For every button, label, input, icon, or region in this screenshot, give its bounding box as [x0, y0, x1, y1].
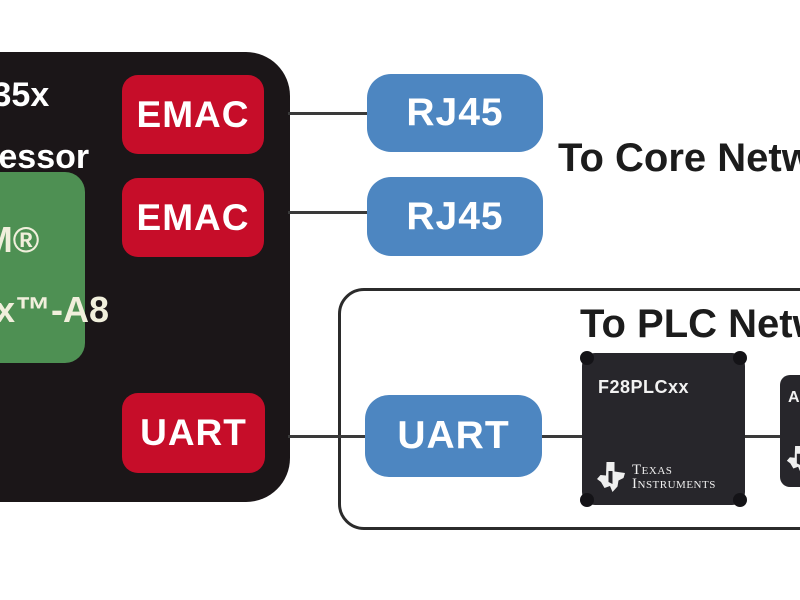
chip-corner	[580, 493, 594, 507]
plc-modem-part-number: F28PLCxx	[598, 377, 690, 397]
wire-emac2-rj45	[288, 211, 368, 214]
processor-title-line1: AM335x	[0, 76, 50, 114]
cpu-label-line2: Cortex™-A8	[0, 289, 110, 330]
uart-port-label: UART	[140, 412, 247, 453]
cpu-label: ARM® Cortex™-A8	[0, 219, 110, 330]
processor-title: AM335x Processor	[0, 78, 89, 174]
cpu-label-line1: ARM®	[0, 219, 40, 260]
ti-logo: Texas Instruments	[786, 445, 800, 473]
plc-modem-chip: F28PLCxx Texas Instruments	[580, 351, 747, 507]
ti-texas-state-icon	[596, 461, 626, 493]
uart-connector-label: UART	[397, 414, 510, 457]
afe-chip: AFE03x Texas Instruments	[780, 375, 800, 487]
emac1-port-label: EMAC	[136, 93, 250, 135]
uart-connector: UART	[365, 395, 542, 477]
rj45-2-connector: RJ45	[367, 177, 543, 256]
ti-logo: Texas Instruments	[596, 461, 716, 493]
chip-corner	[733, 351, 747, 365]
uart-port: UART	[122, 393, 265, 473]
emac2-port: EMAC	[122, 178, 264, 257]
rj45-1-connector: RJ45	[367, 74, 543, 152]
chip-corner	[733, 493, 747, 507]
emac2-port-label: EMAC	[136, 196, 250, 238]
afe-part-number: AFE03x	[788, 389, 800, 406]
processor-title-line2: Processor	[0, 138, 90, 176]
emac1-port: EMAC	[122, 75, 264, 154]
heading-core-network: To Core Network	[558, 136, 800, 180]
wire-uart-plcmodem	[540, 435, 584, 438]
wire-plcmodem-afe	[743, 435, 783, 438]
rj45-1-label: RJ45	[406, 91, 504, 134]
wire-emac1-rj45	[288, 112, 368, 115]
plc-network-container	[338, 288, 800, 530]
chip-corner	[580, 351, 594, 365]
cpu-block	[0, 172, 85, 363]
heading-plc-network: To PLC Network	[580, 302, 800, 346]
rj45-2-label: RJ45	[406, 194, 504, 238]
ti-texas-state-icon	[786, 445, 800, 473]
ti-brand-text: Texas Instruments	[632, 462, 716, 492]
wire-uart-uart	[288, 435, 366, 438]
